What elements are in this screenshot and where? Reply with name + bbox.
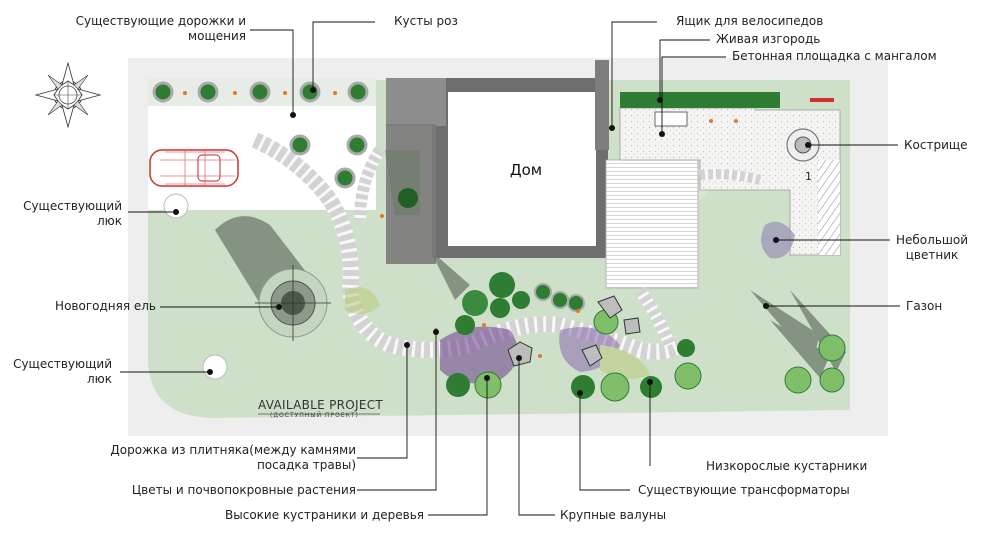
label-concrete-pad: Бетонная площадка с мангалом: [732, 49, 937, 63]
grill-strip: [818, 160, 840, 255]
label-rose-bushes: Кусты роз: [394, 14, 458, 28]
parking-shrubs: [289, 134, 418, 208]
label-small-flowerbed: Небольшой цветник: [896, 233, 969, 262]
flower-beds: [345, 287, 650, 384]
fire-pit: [786, 128, 820, 162]
leader-lines: [120, 21, 900, 516]
hedge-accent: [810, 98, 834, 102]
label-manhole-1: Существующий люк: [23, 199, 122, 228]
label-fire-pit: Кострище: [904, 138, 968, 152]
compass-rose: [34, 61, 102, 129]
brand-logo: AVAILABLE PROJECT (ДОСТУПНЫЙ ПРОЕКТ): [258, 398, 388, 419]
label-flagstone-path: Дорожка из плитняка(между камнями посадк…: [110, 443, 356, 472]
brand-sub: (ДОСТУПНЫЙ ПРОЕКТ): [270, 412, 359, 419]
leader-dots: [173, 87, 811, 396]
label-hedge: Живая изгородь: [716, 32, 821, 46]
house: Дом: [386, 60, 609, 264]
label-tall-shrubs: Высокие кустраники и деревья: [225, 508, 424, 522]
flagstone-path: [251, 132, 762, 360]
label-fir-tree: Новогодняя ель: [55, 299, 156, 313]
bike-box: [654, 111, 688, 127]
house-label: Дом: [510, 161, 542, 179]
label-boulders: Крупные валуны: [560, 508, 667, 522]
hedge: [620, 92, 780, 108]
label-flowers-groundcover: Цветы и почвопокровные растения: [131, 483, 356, 497]
fir-tree: [255, 265, 331, 341]
lawn-shrubs: [784, 334, 846, 394]
deck: [605, 159, 699, 289]
label-manhole-2: Существующий люк: [13, 357, 112, 386]
brand-main: AVAILABLE PROJECT: [258, 398, 384, 412]
boulders: [507, 295, 641, 367]
car: [149, 149, 239, 187]
label-low-shrubs: Низкорослые кустарники: [706, 459, 868, 473]
shrub-cluster: [446, 272, 702, 402]
label-existing-paths: Существующие дорожки и мощения: [75, 14, 246, 43]
label-transformers: Существующие трансформаторы: [638, 483, 850, 497]
label-bike-box: Ящик для велосипедов: [676, 14, 824, 28]
concrete-pad: [619, 107, 841, 256]
label-lawn: Газон: [906, 299, 943, 313]
pad-number: 1: [805, 170, 812, 183]
